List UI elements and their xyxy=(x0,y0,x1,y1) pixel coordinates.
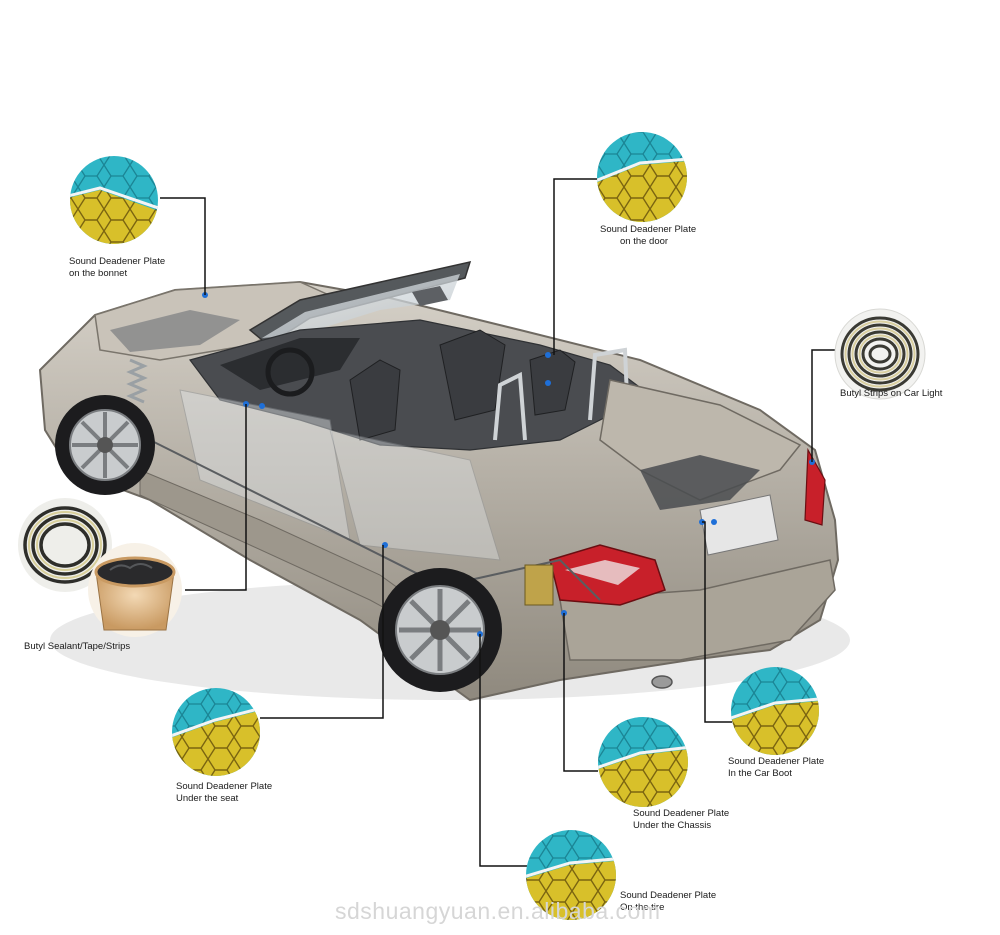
sealant-tub-icon xyxy=(88,543,182,637)
label-bonnet-line2: on the bonnet xyxy=(69,268,128,279)
label-seat: Sound Deadener Plate Under the seat xyxy=(176,781,272,805)
label-door-line2: on the door xyxy=(620,236,669,247)
label-bonnet: Sound Deadener Plate on the bonnet xyxy=(69,256,165,280)
butyl-sealant-roll-icon xyxy=(18,498,112,592)
label-bonnet-line1: Sound Deadener Plate xyxy=(69,256,166,267)
car-cutaway-illustration xyxy=(38,260,850,702)
label-chassis-line1: Sound Deadener Plate xyxy=(633,808,730,819)
deadener-plate-icon xyxy=(597,132,687,222)
label-tire-line1: Sound Deadener Plate xyxy=(620,890,717,901)
watermark: sdshuangyuan.en.alibaba.com xyxy=(335,898,661,924)
label-chassis: Sound Deadener Plate Under the Chassis xyxy=(633,808,729,832)
label-door-line1: Sound Deadener Plate xyxy=(600,224,697,235)
label-door: Sound Deadener Plate on the door xyxy=(600,224,696,248)
leader-lines xyxy=(160,178,837,867)
label-seat-line2: Under the seat xyxy=(176,793,239,804)
deadener-plate-icon xyxy=(731,667,819,755)
label-boot-line2: In the Car Boot xyxy=(728,768,792,779)
label-seat-line1: Sound Deadener Plate xyxy=(176,781,273,792)
label-tire: Sound Deadener Plate On the tire xyxy=(620,890,716,914)
deadener-plate-icon xyxy=(172,688,260,776)
label-boot-line1: Sound Deadener Plate xyxy=(728,756,825,767)
label-tire-line2: On the tire xyxy=(620,902,665,913)
label-boot: Sound Deadener Plate In the Car Boot xyxy=(728,756,824,780)
butyl-roll-icon xyxy=(834,308,926,400)
label-chassis-line2: Under the Chassis xyxy=(633,820,712,831)
deadener-plate-icon xyxy=(70,156,158,244)
label-butyl-sealant: Butyl Sealant/Tape/Strips xyxy=(24,641,130,653)
deadener-plate-icon xyxy=(598,717,688,807)
label-butyl-sealant-line1: Butyl Sealant/Tape/Strips xyxy=(24,641,131,652)
label-car-light-line1: Butyl Strips on Car Light xyxy=(840,388,943,399)
label-car-light: Butyl Strips on Car Light xyxy=(840,388,942,400)
